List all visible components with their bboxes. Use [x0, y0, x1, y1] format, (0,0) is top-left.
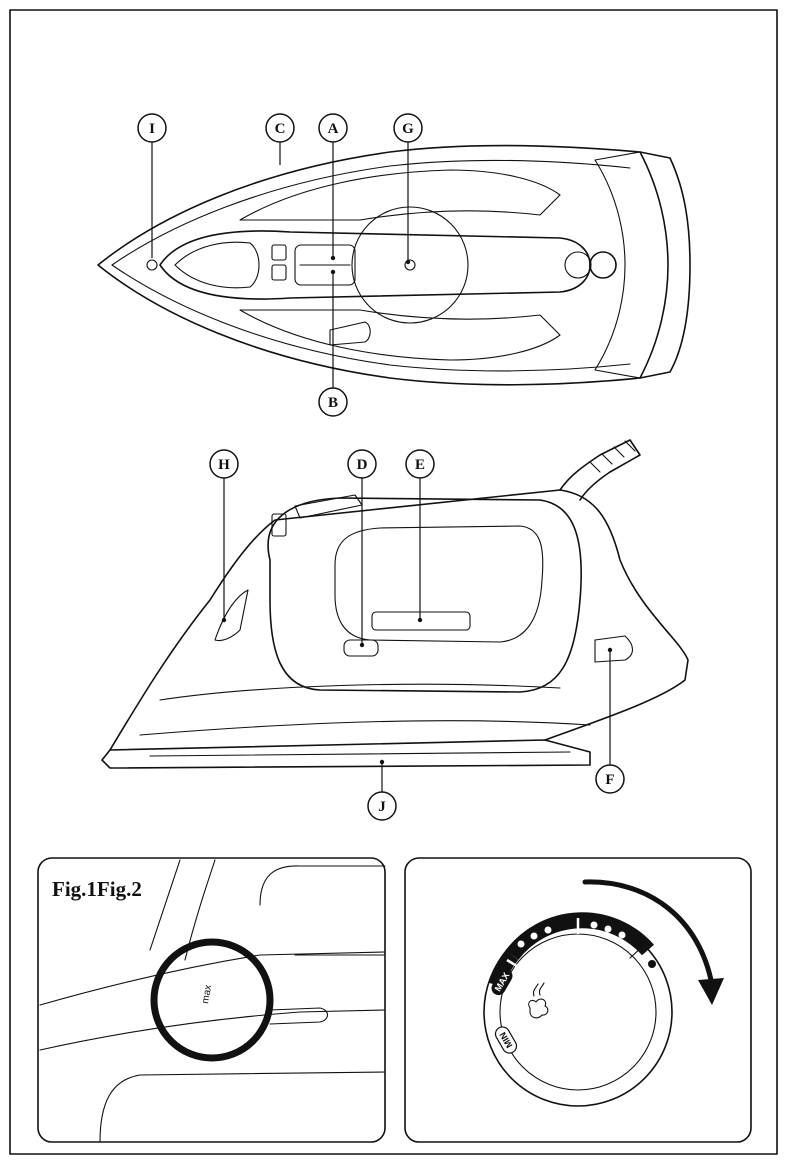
svg-text:J: J	[378, 799, 386, 815]
label-I: I	[137, 113, 167, 143]
side-view-leaders	[221, 478, 613, 792]
label-D: D	[347, 449, 377, 479]
svg-text:E: E	[415, 457, 425, 473]
svg-text:A: A	[328, 121, 339, 137]
fig2-panel: MAX MIN	[404, 857, 752, 1143]
svg-text:D: D	[357, 457, 368, 473]
iron-side-view	[101, 439, 689, 769]
svg-text:F: F	[605, 772, 614, 788]
svg-text:B: B	[328, 395, 338, 411]
top-view-leaders	[151, 142, 411, 388]
label-C: C	[265, 113, 295, 143]
max-marking: max	[200, 984, 214, 1005]
label-J: J	[367, 791, 397, 821]
highlight-circle	[150, 938, 274, 1062]
label-A: A	[318, 113, 348, 143]
svg-text:H: H	[218, 457, 230, 473]
page-border	[9, 9, 778, 1155]
iron-top-view	[97, 144, 691, 386]
svg-text:I: I	[149, 121, 155, 137]
fig-caption: Fig.1Fig.2	[52, 877, 142, 901]
svg-text:C: C	[275, 121, 286, 137]
label-E: E	[405, 449, 435, 479]
rotation-arrow-icon	[582, 879, 715, 988]
label-F: F	[595, 764, 625, 794]
steam-icon	[528, 982, 549, 1019]
label-G: G	[393, 113, 423, 143]
label-H: H	[209, 449, 239, 479]
svg-text:G: G	[402, 121, 414, 137]
fig1-panel: Fig.1Fig.2 max	[37, 857, 386, 1143]
label-B: B	[318, 387, 348, 417]
